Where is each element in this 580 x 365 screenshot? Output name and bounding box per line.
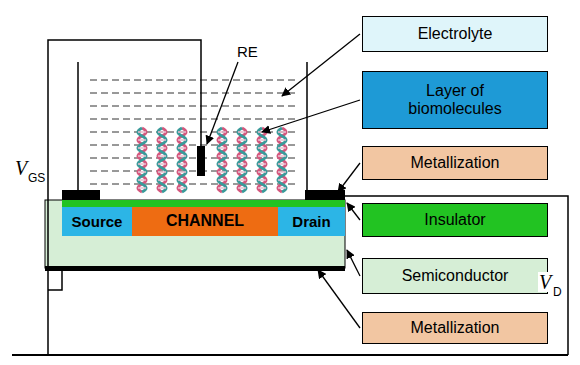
voltage-symbol: V [538, 272, 552, 292]
material-box: Metallization [362, 146, 548, 180]
material-box: Insulator [362, 203, 548, 237]
semiconductor-body [45, 200, 345, 268]
vgs-wire [48, 40, 201, 355]
source-region: Source [62, 207, 132, 236]
leader-arrow [347, 250, 360, 276]
source-pad [62, 190, 100, 200]
leader-arrow [318, 270, 360, 328]
reference-electrode [197, 146, 205, 176]
voltage-subscript: GS [27, 172, 46, 184]
material-box: Metallization [362, 312, 548, 344]
leader-arrow [282, 34, 360, 96]
node-text: Semiconductor [402, 267, 509, 285]
material-box: Electrolyte [362, 16, 548, 52]
insulator-layer [62, 200, 345, 207]
drain-wire [345, 196, 568, 355]
node-text: Metallization [411, 154, 500, 172]
node-text: Layer of biomolecules [385, 82, 525, 119]
leader-arrow [338, 163, 360, 192]
drain-region: Drain [278, 207, 345, 236]
container-wall [77, 62, 79, 192]
node-text: Electrolyte [418, 25, 493, 43]
material-box: Semiconductor [362, 258, 548, 294]
leader-arrow [207, 62, 238, 144]
voltage-subscript: D [552, 286, 563, 298]
container-wall [306, 62, 308, 192]
node-text: Source [72, 213, 123, 230]
node-text: CHANNEL [166, 212, 244, 230]
node-text: Metallization [411, 319, 500, 337]
leader-arrow [347, 203, 360, 220]
node-text: Insulator [424, 211, 485, 229]
node-text: Drain [292, 213, 330, 230]
ground-line [12, 354, 568, 356]
dna-helices [138, 128, 286, 192]
channel-region: CHANNEL [132, 207, 278, 236]
leader-arrow [262, 100, 360, 132]
substrate-wire [48, 271, 62, 290]
material-box: Layer of biomolecules [362, 71, 548, 129]
electrode-label: RE [236, 44, 259, 59]
bottom-metallization [45, 266, 345, 271]
